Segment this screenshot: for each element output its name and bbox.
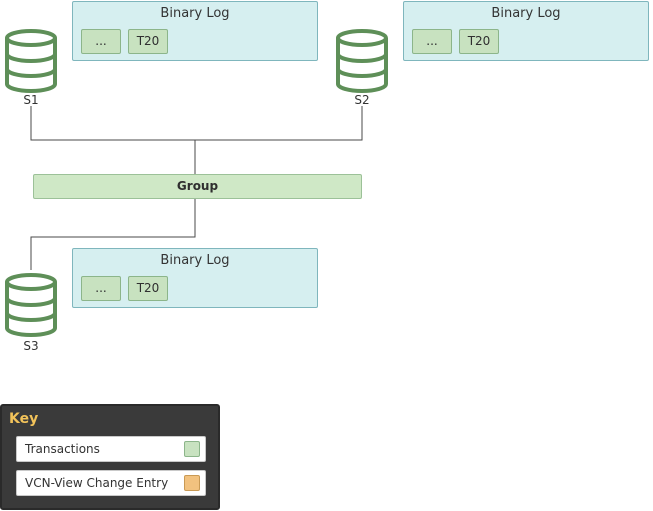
s1-label: S1 — [23, 93, 39, 107]
key-item-vcn: VCN-View Change Entry — [16, 470, 206, 496]
s2-binary-log: Binary Log ... T20 — [403, 1, 649, 61]
s3-log-entry-ellipsis: ... — [81, 276, 121, 301]
s1-binary-log-title: Binary Log — [160, 6, 230, 21]
s1-to-group-line — [30, 106, 195, 141]
transactions-swatch — [184, 441, 200, 457]
key-item-vcn-label: VCN-View Change Entry — [25, 476, 169, 490]
s1-binary-log: Binary Log ... T20 — [72, 1, 318, 61]
s1-log-entry-ellipsis: ... — [81, 29, 121, 54]
key-item-transactions: Transactions — [16, 436, 206, 462]
s1-log-entry-t20: T20 — [128, 29, 168, 54]
s3-database-icon — [5, 273, 57, 337]
s2-log-entry-t20: T20 — [459, 29, 499, 54]
s2-binary-log-title: Binary Log — [491, 6, 561, 21]
s1-database-icon — [5, 29, 57, 93]
s3-log-entry-t20: T20 — [128, 276, 168, 301]
group-bar: Group — [33, 174, 362, 199]
s2-label: S2 — [354, 93, 370, 107]
s3-binary-log-title: Binary Log — [160, 253, 230, 268]
s3-binary-log: Binary Log ... T20 — [72, 248, 318, 308]
group-to-s3-line — [30, 199, 196, 270]
s3-label: S3 — [23, 339, 39, 353]
key-legend: Key Transactions VCN-View Change Entry — [0, 404, 220, 510]
key-item-transactions-label: Transactions — [25, 442, 100, 456]
s2-log-entry-ellipsis: ... — [412, 29, 452, 54]
key-title: Key — [9, 411, 39, 427]
s2-database-icon — [336, 29, 388, 93]
vcn-swatch — [184, 475, 200, 491]
s2-to-group-line — [195, 106, 363, 141]
